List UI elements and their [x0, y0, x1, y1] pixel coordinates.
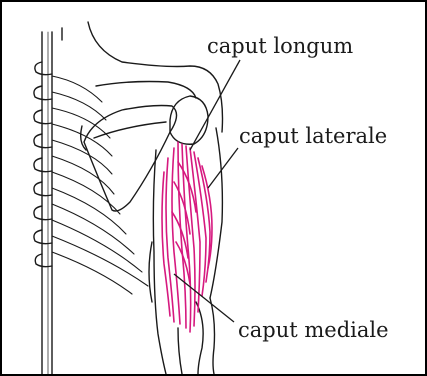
- triceps-muscle: [162, 142, 212, 332]
- label-caput-longum: caput longum: [207, 36, 353, 57]
- label-caput-laterale: caput laterale: [239, 126, 387, 147]
- label-caput-mediale: caput mediale: [238, 320, 389, 341]
- pointer-caput-laterale: [208, 148, 238, 188]
- neck-and-shoulder: [62, 22, 223, 132]
- ribcage: [52, 76, 148, 294]
- spine: [34, 32, 52, 374]
- pointer-caput-longum: [190, 60, 240, 150]
